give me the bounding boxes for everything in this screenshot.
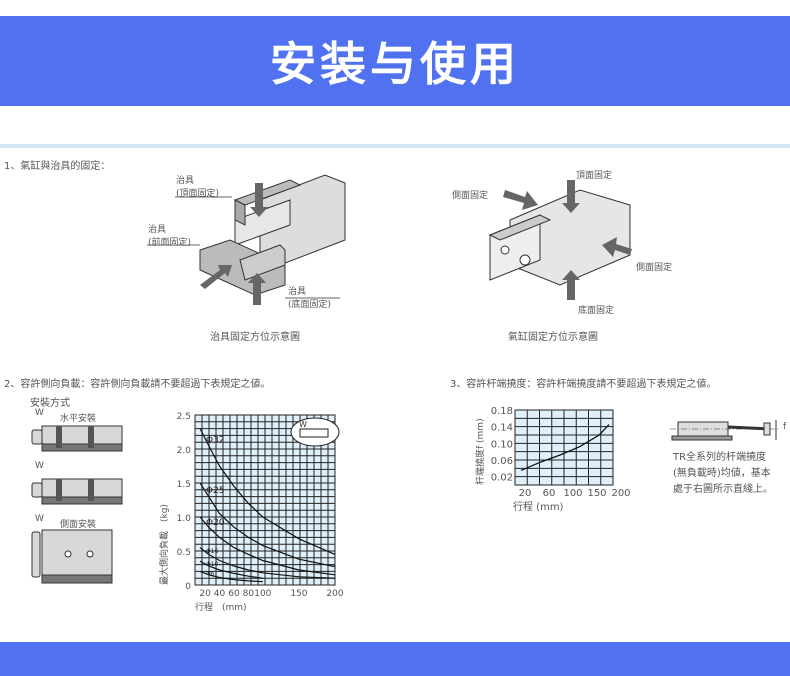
x-tick-label: 40 xyxy=(214,589,226,599)
arrow-icon xyxy=(248,273,266,305)
cylinder-caption: 氣缸固定方位示意圖 xyxy=(508,332,598,343)
y-axis-label: 杆端撓度f (mm) xyxy=(474,418,486,485)
series-line xyxy=(199,516,336,576)
inset-cylinder xyxy=(299,428,329,438)
note-line: (無負載時)均値，基本 xyxy=(673,468,771,479)
page-title: 安装与使用 xyxy=(270,37,520,91)
jig-label: 治具 xyxy=(288,287,307,297)
y-tick-label: 1.5 xyxy=(177,480,191,490)
cylinder-label: 底面固定 xyxy=(578,306,615,316)
jig-label: 治具 xyxy=(176,176,195,186)
mount-title: 安裝方式 xyxy=(30,398,70,409)
cylinder-fixing-diagram xyxy=(488,180,632,300)
x-tick-label: 80 xyxy=(243,589,255,599)
jig-label: (頂面固定) xyxy=(176,189,220,199)
note-line: TR全系列的杆端撓度 xyxy=(673,452,767,463)
series-label: Φ25 xyxy=(206,486,225,496)
y-tick-label: 0.10 xyxy=(491,439,513,450)
x-tick-label: 60 xyxy=(543,488,556,499)
jig-label: (前面固定) xyxy=(148,238,192,248)
y-tick-label: 2.0 xyxy=(177,446,192,456)
section1-heading: 1、氣缸與治具的固定： xyxy=(4,161,111,172)
x-tick-label: 200 xyxy=(326,589,343,599)
cylinder-label: 側面固定 xyxy=(452,191,489,201)
y-tick-label: 0.5 xyxy=(177,548,191,558)
series-label: Φ32 xyxy=(206,436,225,446)
y-tick-label: 1.0 xyxy=(177,514,192,524)
mount-diagrams xyxy=(31,425,123,584)
rod-deflection-chart: 0.02 0.06 0.10 0.14 0.18 20 60 100 150 200 行程 (mm)… xyxy=(474,406,631,513)
series-line xyxy=(199,482,336,568)
f-label: f xyxy=(783,422,787,432)
note-line: 處于右圖所示直綫上。 xyxy=(673,484,773,495)
divider xyxy=(0,144,790,148)
series-label: Φ16 xyxy=(206,548,219,555)
series-line xyxy=(520,424,610,472)
series-line xyxy=(199,428,336,555)
arrow-icon xyxy=(602,237,632,257)
deflection-note: TR全系列的杆端撓度 (無負載時)均値，基本 處于右圖所示直綫上。 xyxy=(673,450,773,498)
x-tick-label: 20 xyxy=(519,488,532,499)
series-line xyxy=(199,570,263,583)
y-tick-label: 0.18 xyxy=(491,406,513,417)
y-tick-label: 0 xyxy=(185,582,191,592)
arrow-icon xyxy=(200,265,232,289)
footer-band xyxy=(0,642,790,676)
arrow-icon xyxy=(562,270,580,300)
jig-label: (底面固定) xyxy=(288,300,332,310)
mount-side-label: 側面安裝 xyxy=(60,520,97,530)
y-axis-label: 最大側向負載 (kg) xyxy=(158,504,170,585)
cylinder-label: 頂面固定 xyxy=(576,171,613,181)
jig-label: 治具 xyxy=(148,225,167,235)
arrow-icon xyxy=(503,190,538,210)
series-line xyxy=(199,560,263,579)
x-axis-label: 行程 (mm) xyxy=(513,500,564,513)
section3-heading: 3、容許杆端撓度：容許杆端撓度請不要超過下表規定之値。 xyxy=(450,379,717,390)
arrow-icon xyxy=(562,180,580,213)
x-tick-label: 200 xyxy=(611,488,630,499)
series-label: Φ6 xyxy=(206,570,215,577)
w-label: W xyxy=(35,408,44,418)
section2-heading: 2、容許側向負載：容許側向負載請不要超過下表規定之値。 xyxy=(4,379,271,390)
x-tick-label: 150 xyxy=(587,488,606,499)
x-tick-label: 150 xyxy=(290,589,307,599)
w-label: W xyxy=(35,461,44,471)
y-tick-label: 0.14 xyxy=(491,423,513,434)
cylinder-label: 側面固定 xyxy=(636,263,673,273)
mount-horizontal-label: 水平安裝 xyxy=(60,414,97,424)
series-label: Φ10 xyxy=(206,561,219,568)
jig-caption: 治具固定方位示意圖 xyxy=(210,332,300,343)
inset-w-label: W xyxy=(299,420,307,429)
w-label: W xyxy=(35,514,44,524)
series-label: Φ20 xyxy=(206,518,225,528)
x-tick-label: 20 xyxy=(199,589,211,599)
jig-fixing-diagram xyxy=(147,174,346,305)
x-axis-label: 行程 (mm) xyxy=(195,601,247,613)
series-line xyxy=(199,547,336,579)
x-tick-label: 60 xyxy=(228,589,240,599)
x-tick-label: 100 xyxy=(254,589,271,599)
y-tick-label: 0.06 xyxy=(491,456,513,467)
rod-deflection-diagram xyxy=(670,420,778,441)
y-tick-label: 2.5 xyxy=(177,412,191,422)
y-tick-label: 0.02 xyxy=(491,473,513,484)
title-banner: 安装与使用 xyxy=(0,16,790,106)
arrow-icon xyxy=(250,183,268,217)
x-tick-label: 100 xyxy=(563,488,582,499)
